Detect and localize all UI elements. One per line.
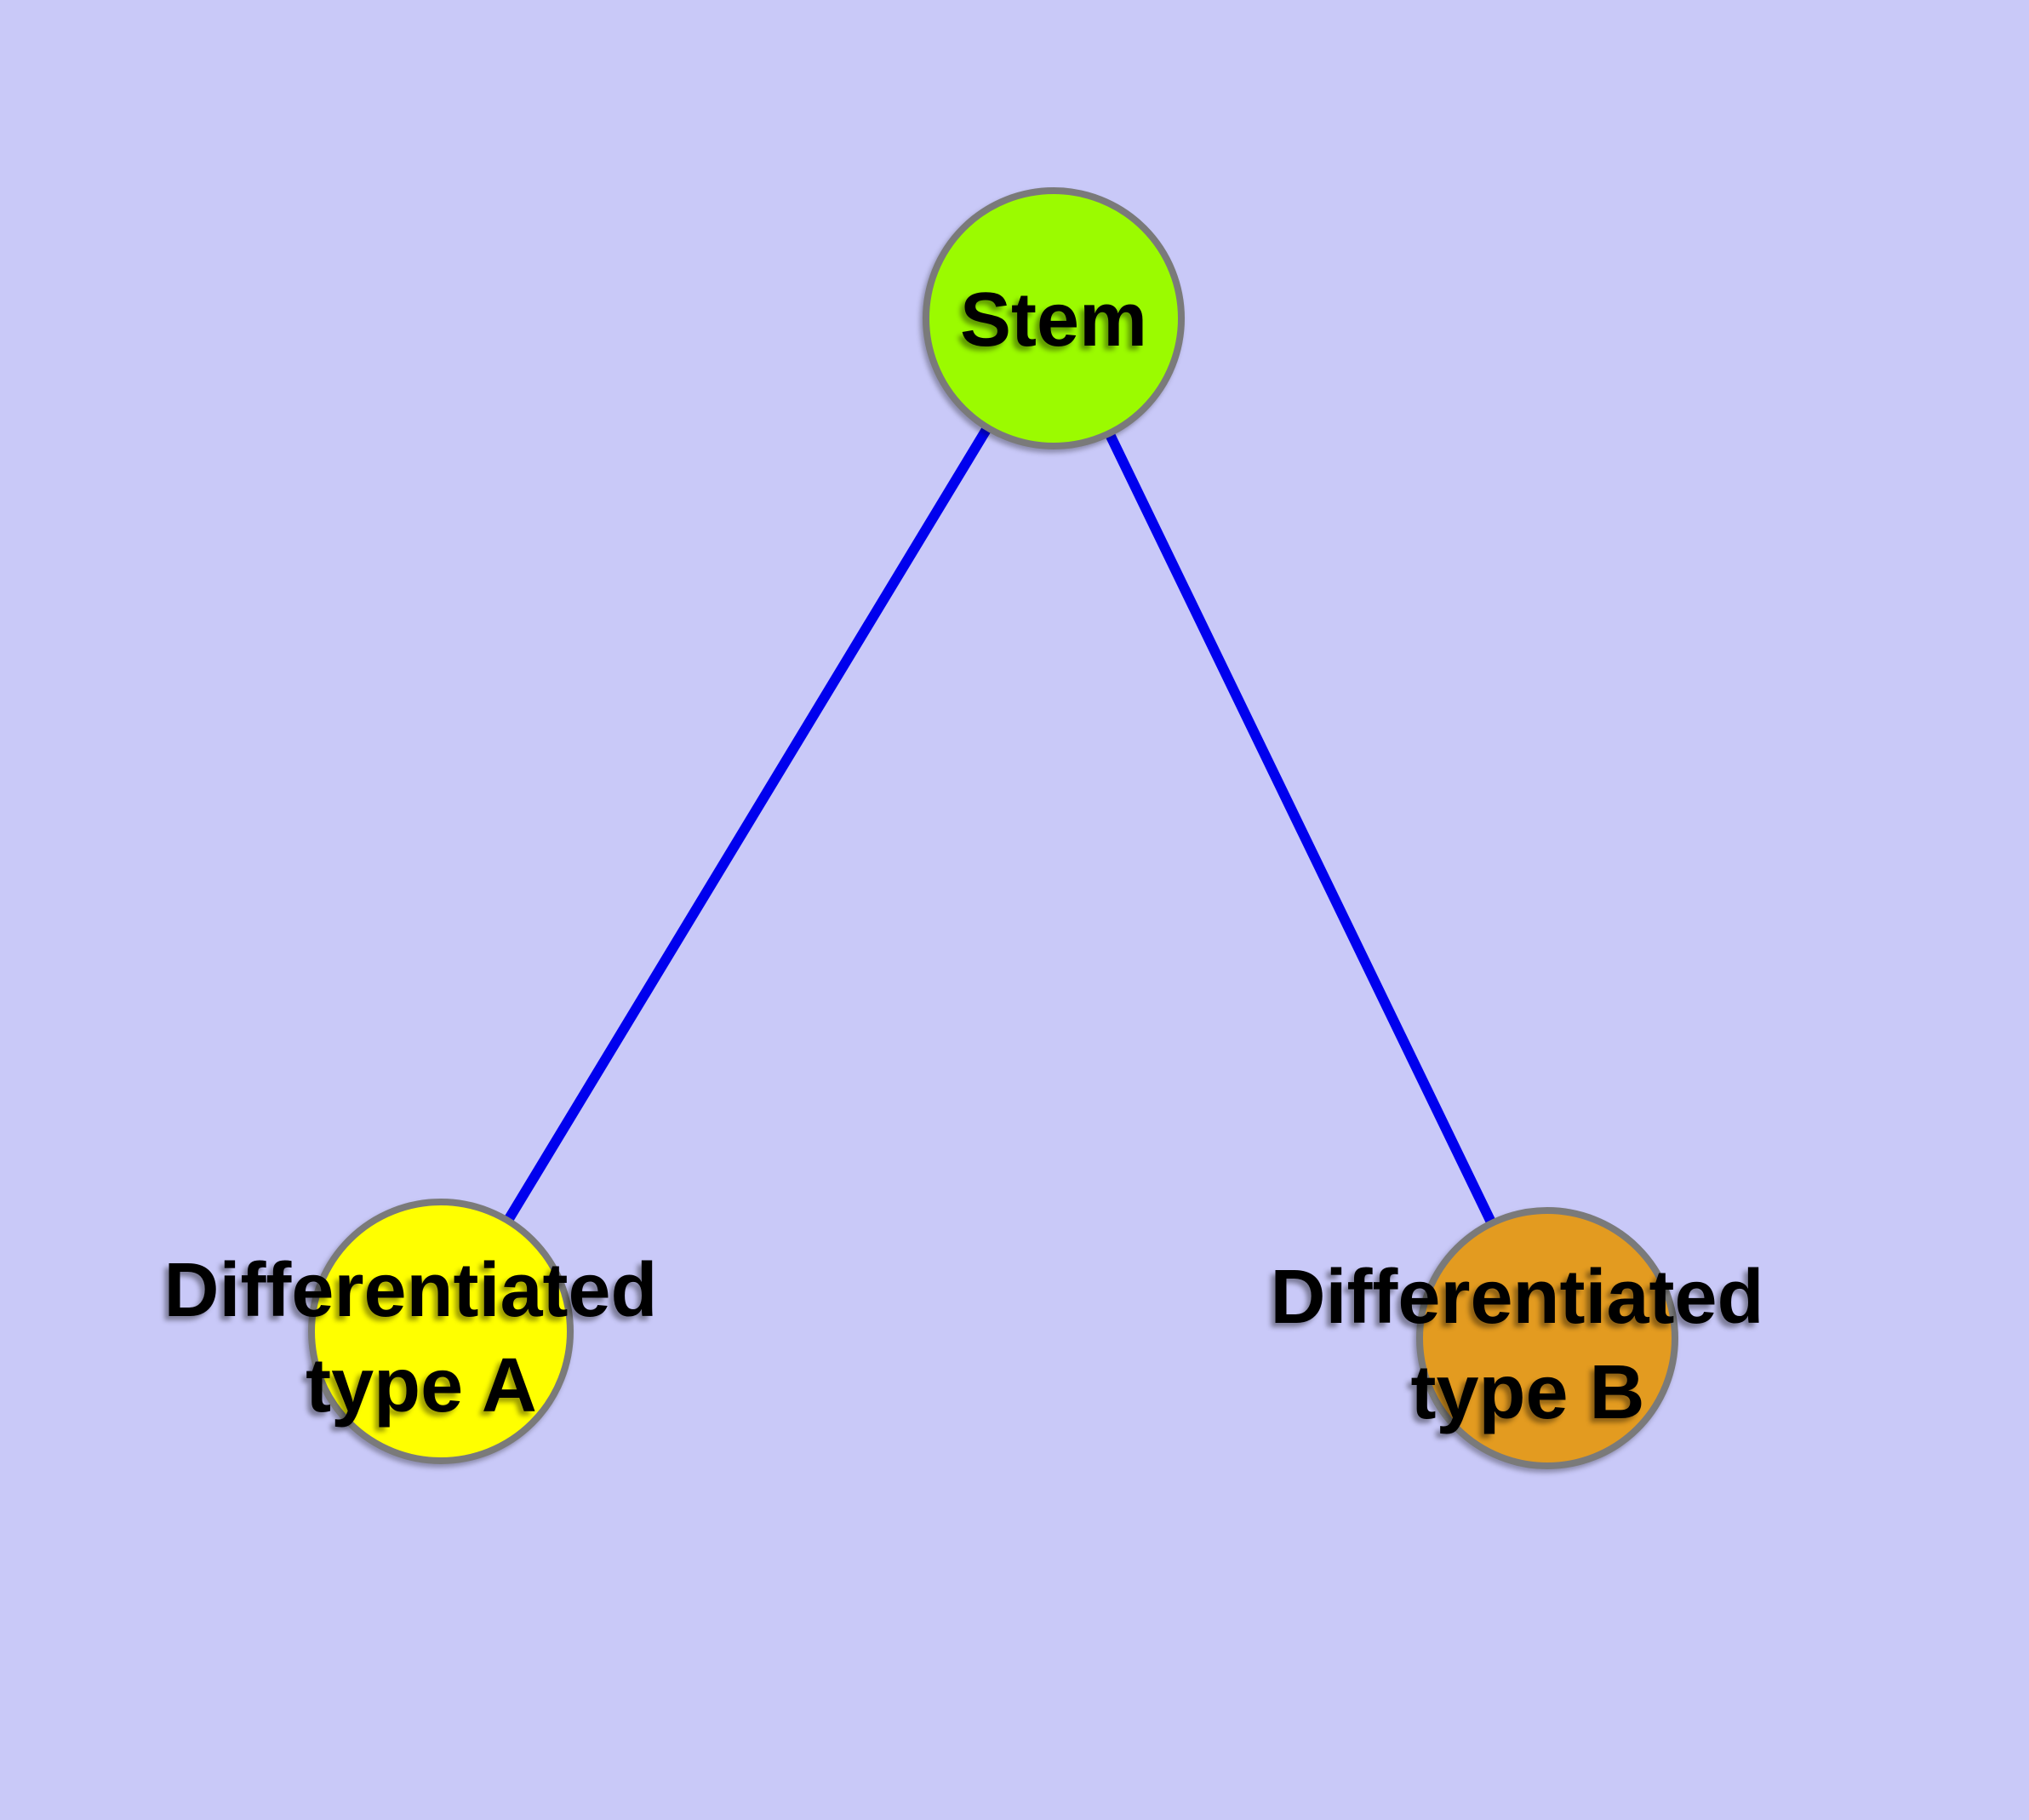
node-differentiated-type-b-label-line2: type B bbox=[1410, 1350, 1644, 1435]
edge-stem-to-type-a bbox=[436, 315, 1059, 1335]
node-stem bbox=[923, 187, 1185, 449]
node-differentiated-type-a-label: Differentiated type A bbox=[163, 1248, 678, 1428]
node-differentiated-type-a bbox=[308, 1199, 574, 1464]
node-stem-label: Stem bbox=[960, 278, 1147, 363]
node-differentiated-type-b-label: Differentiated type B bbox=[1270, 1255, 1785, 1435]
node-differentiated-type-b bbox=[1416, 1207, 1678, 1469]
edge-stem-to-type-b bbox=[1049, 316, 1552, 1341]
node-differentiated-type-a-label-line2: type A bbox=[306, 1343, 537, 1428]
node-differentiated-type-a-label-line1: Differentiated bbox=[163, 1248, 657, 1333]
node-differentiated-type-b-label-line1: Differentiated bbox=[1270, 1255, 1763, 1340]
